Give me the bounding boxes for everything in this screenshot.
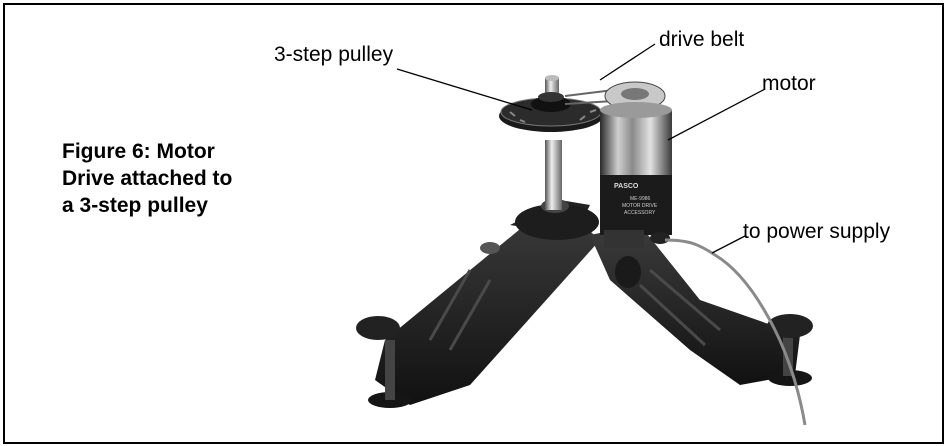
motor-drive	[600, 81, 672, 248]
power-cable	[664, 238, 807, 426]
pulley-leader-line	[396, 68, 533, 111]
left-leveling-foot	[356, 316, 412, 408]
motor-badge-title: MOTOR DRIVE	[622, 203, 658, 209]
motor-badge-brand: PASCO	[614, 183, 639, 190]
power-supply-label: to power supply	[743, 220, 891, 243]
three-step-pulley	[499, 92, 603, 132]
drive-belt-label: drive belt	[659, 28, 745, 51]
caption-line-1: Figure 6: Motor	[62, 140, 215, 163]
motor-badge-model: ME-9986	[630, 196, 651, 202]
motor-badge-subtitle: ACCESSORY	[624, 210, 656, 216]
pulley-label: 3-step pulley	[274, 43, 394, 66]
caption-line-3: a 3-step pulley	[62, 194, 208, 217]
figure-caption: Figure 6: Motor Drive attached to a 3-st…	[62, 138, 232, 219]
belt-leader-line	[599, 43, 656, 81]
motor-leader-line	[667, 88, 766, 141]
right-leveling-foot	[767, 314, 813, 386]
power-leader-line	[711, 235, 746, 254]
tripod-base	[375, 199, 800, 405]
motor-label: motor	[762, 72, 816, 95]
caption-line-2: Drive attached to	[62, 167, 233, 190]
